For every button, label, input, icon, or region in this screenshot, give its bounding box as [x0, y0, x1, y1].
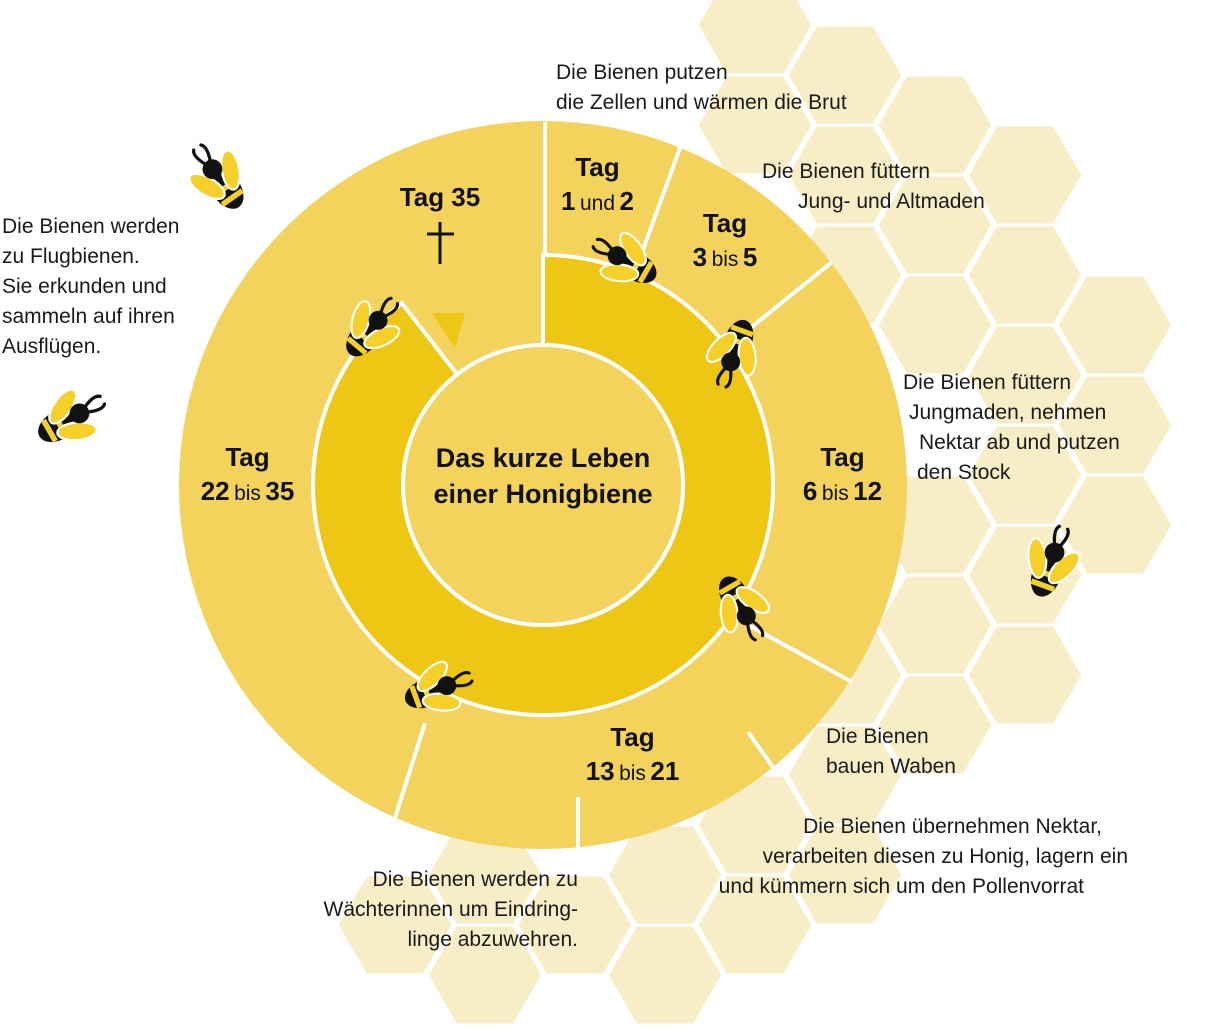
title-line-2: einer Honigbiene [433, 479, 653, 509]
description-line: Die Bienen füttern [762, 160, 931, 183]
stage-to: 21 [650, 756, 680, 786]
description-22-35: Die Bienen werden zu Flugbienen. Sie erk… [2, 212, 179, 362]
segment-divider [393, 722, 427, 819]
description-line: sammeln auf ihren [2, 305, 175, 328]
description-line: Ausflügen. [2, 335, 102, 358]
stage-joiner: bis [711, 248, 739, 271]
description-guards: Die Bienen werden zu Wächterinnen um Ein… [260, 865, 578, 955]
stage-to: 5 [742, 242, 758, 272]
description-nectar: Die Bienen übernehmen Nektar, verarbeite… [648, 812, 1128, 902]
stage-from: 1 [561, 186, 576, 216]
description-line: verarbeiten diesen zu Honig, lagern ein [762, 845, 1128, 868]
description-line: Die Bienen [826, 725, 929, 748]
stage-to: 2 [619, 186, 634, 216]
stage-tag: Tag [702, 208, 748, 238]
stage-from: 22 [200, 476, 230, 506]
stage-joiner: bis [619, 762, 646, 785]
death-cross-icon [427, 222, 454, 264]
inner-ring-arrowhead [432, 313, 465, 348]
description-3-5: Die Bienen füttern Jung- und Altmaden [762, 157, 985, 217]
stage-label-1-2: Tag 1 und 2 [540, 150, 655, 223]
diagram-title: Das kurze Leben einer Honigbiene [393, 440, 693, 512]
description-line: Die Bienen putzen [556, 61, 728, 84]
stage-joiner: bis [821, 482, 849, 505]
description-line: Jung- und Altmaden [798, 190, 985, 213]
title-line-1: Das kurze Leben [435, 443, 651, 473]
stage-label-22-35: Tag 22 bis 35 [180, 440, 315, 513]
segment-divider [746, 260, 834, 332]
stage-from: 13 [585, 756, 615, 786]
bee-icon [22, 372, 120, 465]
segment-divider [638, 147, 682, 259]
center-circle [401, 343, 685, 627]
stage-from: 6 [802, 476, 818, 506]
stage-joiner: und [579, 192, 616, 215]
description-line: linge abzuwehren. [407, 928, 578, 951]
stage-tag: Tag [575, 152, 620, 182]
stage-tag: Tag [820, 442, 865, 472]
stage-joiner: bis [234, 482, 261, 505]
stage-from: 3 [692, 242, 708, 272]
death-day: Tag 35 [399, 182, 481, 212]
death-label: Tag 35 [375, 180, 505, 214]
segment-divider [747, 623, 853, 684]
stage-to: 35 [265, 476, 295, 506]
description-6-12: Die Bienen füttern Jungmaden, nehmen Nek… [903, 368, 1120, 488]
description-1-2: Die Bienen putzen die Zellen und wärmen … [556, 58, 847, 118]
description-build-combs: Die Bienen bauen Waben [826, 722, 956, 782]
description-line: bauen Waben [826, 755, 956, 778]
stage-label-3-5: Tag 3 bis 5 [665, 206, 785, 279]
stage-tag: Tag [225, 442, 270, 472]
description-line: den Stock [917, 461, 1011, 484]
bee-icon [170, 128, 266, 227]
description-line: Sie erkunden und [2, 275, 167, 298]
stage-label-13-21: Tag 13 bis 21 [565, 720, 700, 793]
segment-divider [746, 730, 777, 772]
stage-to: 12 [853, 476, 883, 506]
stage-tag: Tag [610, 722, 655, 752]
description-line: zu Flugbienen. [2, 245, 140, 268]
description-line: Die Bienen werden zu [372, 868, 578, 891]
description-line: und kümmern sich um den Pollenvorrat [718, 875, 1084, 898]
description-line: Die Bienen werden [2, 215, 180, 238]
description-line: Jungmaden, nehmen [909, 401, 1107, 424]
stage-label-6-12: Tag 6 bis 12 [780, 440, 905, 513]
description-line: Nektar ab und putzen [919, 431, 1120, 454]
description-line: Die Bienen füttern [903, 371, 1072, 394]
description-line: Wächterinnen um Eindring- [323, 898, 578, 921]
description-line: die Zellen und wärmen die Brut [556, 91, 847, 114]
description-line: Die Bienen übernehmen Nektar, [803, 815, 1102, 838]
